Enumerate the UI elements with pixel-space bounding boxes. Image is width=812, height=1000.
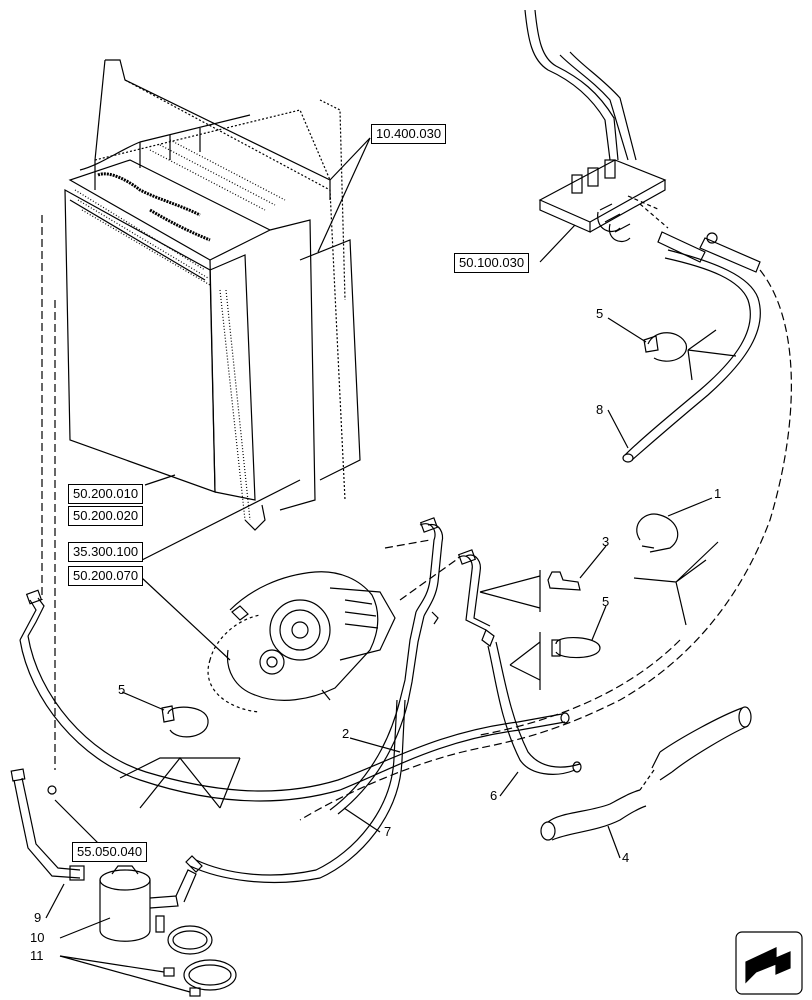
callout-6: 6: [490, 788, 498, 803]
cooler-package: [64, 59, 361, 531]
hose-9: [10, 768, 85, 881]
callout-5-mid: 5: [602, 594, 610, 609]
manifold-assembly: [524, 9, 669, 243]
receiver-drier: [99, 865, 197, 942]
callout-10: 10: [30, 930, 45, 945]
clamp-5-mid: [509, 632, 601, 690]
ref-35-300-100[interactable]: 35.300.100: [68, 542, 144, 562]
callout-9: 9: [34, 910, 42, 925]
callout-3: 3: [602, 534, 610, 549]
compressor-hoses: [329, 517, 582, 815]
ref-50-200-070[interactable]: 50.200.070: [68, 566, 144, 586]
hose-8: [622, 249, 761, 463]
callout-8: 8: [596, 402, 604, 417]
ref-10-400-030[interactable]: 10.400.030: [371, 124, 447, 144]
clamp-1: [633, 513, 719, 626]
callout-2: 2: [342, 726, 350, 741]
ref-50-200-010[interactable]: 50.200.010: [68, 484, 144, 504]
clamp-5-top: [643, 329, 737, 381]
ref-55-050-040[interactable]: 55.050.040: [72, 842, 148, 862]
clamps-11: [163, 925, 237, 997]
dash-route-right: [299, 269, 792, 821]
callout-5-low: 5: [118, 682, 126, 697]
fittings-top: [657, 231, 761, 273]
ac-compressor: [207, 571, 396, 713]
callout-7: 7: [384, 824, 392, 839]
leader-lines: [45, 137, 713, 993]
hose-4: [540, 706, 752, 841]
arrow-corner-icon[interactable]: [735, 931, 803, 995]
callout-1: 1: [714, 486, 722, 501]
callout-5-top: 5: [596, 306, 604, 321]
callout-11: 11: [30, 948, 44, 963]
clamp-3: [479, 570, 581, 612]
callout-4: 4: [622, 850, 630, 865]
ref-50-100-030[interactable]: 50.100.030: [454, 253, 530, 273]
hose-2: [19, 589, 570, 802]
clamp-5-low: [119, 705, 241, 809]
hose-7: [185, 699, 406, 884]
ref-50-200-020[interactable]: 50.200.020: [68, 506, 144, 526]
